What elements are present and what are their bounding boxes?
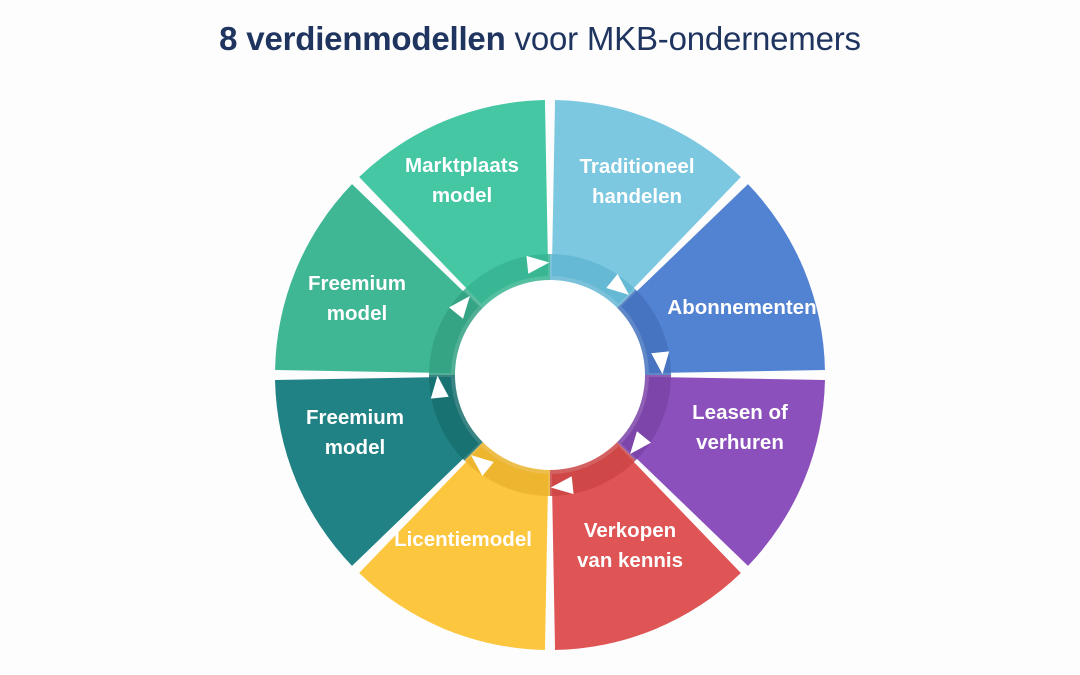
segment-arrow-icon <box>550 476 574 495</box>
wheel-arrows <box>430 255 670 495</box>
wheel-segments <box>275 100 825 650</box>
segment-inner-shadow <box>464 436 550 496</box>
page-title-rest: voor MKB-ondernemers <box>505 20 862 57</box>
segment-arrow-icon <box>430 375 449 399</box>
segment-arrow-icon <box>526 255 550 274</box>
segment-inner-shadow <box>550 254 636 314</box>
wheel-segment-2[interactable] <box>621 184 825 374</box>
segment-arrow-icon <box>651 351 670 375</box>
wheel-segment-7[interactable] <box>275 184 479 374</box>
segment-arrow-icon <box>470 455 494 476</box>
wheel-segment-8[interactable] <box>359 100 549 304</box>
wheel-segment-6[interactable] <box>275 376 479 566</box>
segment-arrow-icon <box>449 295 470 319</box>
page-title: 8 verdienmodellen voor MKB-ondernemers <box>0 18 1080 60</box>
segment-inner-shadow <box>429 289 489 375</box>
segment-arrow-icon <box>630 431 651 455</box>
segment-inner-shadow <box>611 375 671 461</box>
segment-arrow-icon <box>606 274 630 295</box>
wheel-segment-1[interactable] <box>551 100 741 304</box>
wheel-center-hub <box>455 280 645 470</box>
wheel-segment-3[interactable] <box>621 376 825 566</box>
wheel-segment-5[interactable] <box>359 446 549 650</box>
wheel-segment-4[interactable] <box>551 446 741 650</box>
page-title-bold: 8 verdienmodellen <box>219 20 506 57</box>
